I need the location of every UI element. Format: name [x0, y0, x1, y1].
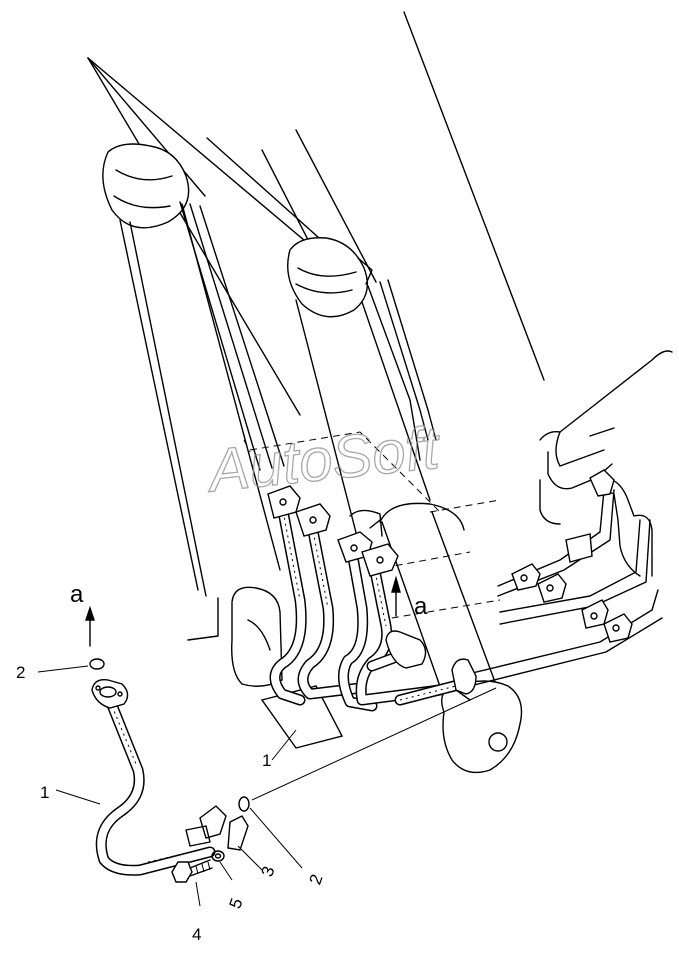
- detached-hose-assembly: [91, 679, 227, 876]
- callout-washer: 5: [225, 896, 246, 911]
- callout-o-ring-bottom: 2: [305, 872, 326, 887]
- callout-bolt: 4: [192, 925, 201, 944]
- callout-o-ring-top: 2: [16, 663, 25, 682]
- loose-parts: [89, 658, 250, 883]
- boom-cylinder-right: [287, 237, 431, 549]
- steel-tubes: [179, 201, 437, 471]
- hex-bolt: [171, 859, 213, 883]
- direction-arrows: [85, 575, 401, 647]
- watermark: AutoSoft: [203, 414, 444, 505]
- spring-washer: [211, 850, 225, 862]
- callout-split-flange: 3: [257, 864, 278, 879]
- o-ring-top: [89, 658, 105, 670]
- view-mark-installed: a: [414, 593, 428, 620]
- boom-flanges: [267, 485, 633, 695]
- right-tube-bundle: [459, 350, 673, 689]
- boom-foot: [187, 586, 344, 749]
- view-mark-detached: a: [70, 581, 84, 608]
- leader-lines: [37, 665, 497, 907]
- callout-hose-assembly-installed: 1: [262, 751, 271, 770]
- callout-hose-assembly: 1: [40, 783, 49, 802]
- split-flange-half: [227, 815, 249, 851]
- o-ring-bottom: [238, 796, 250, 812]
- boom-frame-lines: [87, 11, 545, 416]
